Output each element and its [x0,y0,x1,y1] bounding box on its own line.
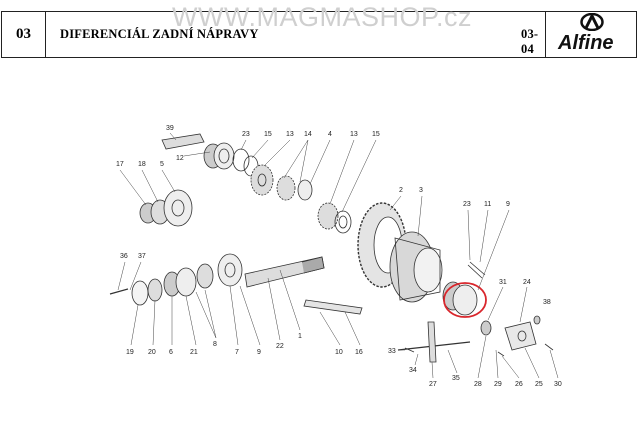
label-25: 25 [535,381,543,388]
page-title: DIFERENCIÁL ZADNÍ NÁPRAVY [60,27,259,41]
brand-cell: Alfine [546,12,638,57]
shim-part [161,133,205,150]
watermark: WWW.MAGMASHOP.cz [172,2,473,32]
pinion-shaft-part [244,256,325,288]
side-gear-part-2 [317,202,352,234]
label-15: 15 [264,131,272,138]
label-4: 4 [328,131,332,138]
label-9: 9 [506,201,510,208]
pin-part [497,351,505,357]
bolt-part [467,261,486,279]
label-23-b: 23 [463,201,471,208]
label-22: 22 [276,343,284,350]
bearing-part [203,142,235,170]
section-number: 03 [2,12,46,57]
title-cell: DIFERENCIÁL ZADNÍ NÁPRAVY 03-04 [46,12,546,57]
label-24: 24 [523,279,531,286]
label-30: 30 [554,381,562,388]
pinion-gear-part [276,175,313,201]
small-bolt-part [109,288,129,295]
screw-part-2 [404,347,415,353]
label-34: 34 [409,367,417,374]
plug-part [533,315,541,325]
lock-housing-part [504,321,537,351]
section-number-text: 03 [16,26,31,42]
shaft-pin-part [303,299,363,315]
nut-part [147,278,163,302]
label-38: 38 [543,299,551,306]
label-36: 36 [120,253,128,260]
label-1: 1 [298,333,302,340]
label-3: 3 [419,187,423,194]
label-29: 29 [494,381,502,388]
label-14: 14 [304,131,312,138]
flange-washer-part [131,280,149,306]
label-8: 8 [213,341,217,348]
shift-fork-part [397,321,471,363]
label-10: 10 [335,349,343,356]
label-31: 31 [499,279,507,286]
label-33: 33 [388,348,396,355]
brand-logo-icon [580,13,604,31]
leader-lines [117,132,559,379]
part-code: 03-04 [521,27,539,56]
shaft-bearing-part [163,253,243,297]
label-7: 7 [235,349,239,356]
label-13-b: 13 [350,131,358,138]
label-6: 6 [169,349,173,356]
label-2: 2 [399,187,403,194]
label-19: 19 [126,349,134,356]
label-16: 16 [355,349,363,356]
label-28: 28 [474,381,482,388]
sleeve-part [480,320,492,336]
bearing-highlighted-part [442,281,487,318]
label-18: 18 [138,161,146,168]
label-35: 35 [452,375,460,382]
label-13: 13 [286,131,294,138]
label-5: 5 [160,161,164,168]
label-9-b: 9 [257,349,261,356]
screw-part [544,343,554,351]
label-12: 12 [176,155,184,162]
label-20: 20 [148,349,156,356]
label-17: 17 [116,161,124,168]
label-39: 39 [166,125,174,132]
label-23: 23 [242,131,250,138]
brand-name: Alfine [558,32,614,54]
washer-part [232,148,250,172]
label-26: 26 [515,381,523,388]
label-11: 11 [484,201,491,208]
label-15-b: 15 [372,131,380,138]
flange-part [139,189,193,227]
title-block: 03 DIFERENCIÁL ZADNÍ NÁPRAVY 03-04 Alfin… [1,11,637,58]
label-37: 37 [138,253,146,260]
label-27: 27 [429,381,437,388]
washer-part-2 [243,155,259,177]
label-21: 21 [190,349,198,356]
side-gear-part [250,164,274,196]
callout-labels: 39 12 23 15 13 14 4 13 15 17 18 5 2 3 23… [116,125,562,388]
differential-case-part [389,231,443,303]
